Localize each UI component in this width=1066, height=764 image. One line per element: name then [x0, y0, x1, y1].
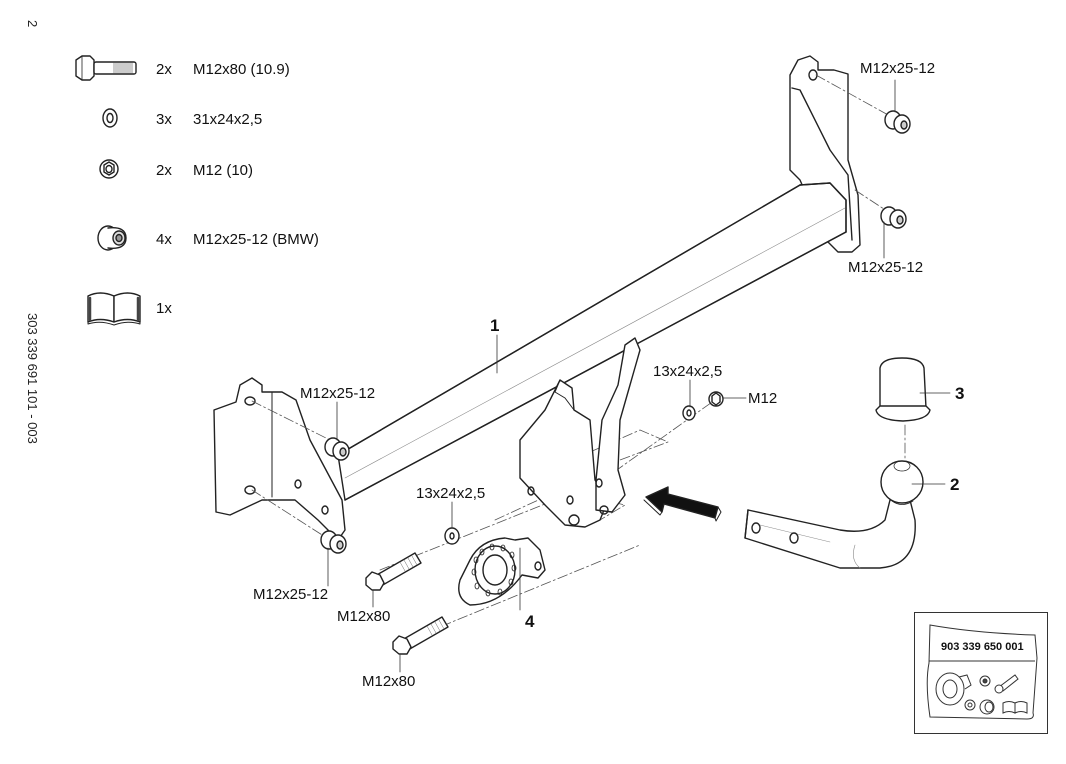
bolt-lower	[392, 616, 449, 655]
direction-arrow	[643, 486, 722, 522]
bolt-icon	[75, 55, 137, 81]
callout-bolt-lower: M12x80	[362, 673, 416, 690]
kit-bag-drawing	[926, 624, 1038, 720]
washer-right	[682, 405, 696, 421]
manual-book-icon	[87, 292, 141, 326]
callout-nut-left-upper: M12x25-12	[300, 385, 376, 402]
washer-icon	[102, 108, 118, 128]
parts-list-qty: 1x	[156, 300, 172, 317]
callout-nut-top-right-upper: M12x25-12	[860, 60, 936, 77]
parts-list-spec: M12x80 (10.9)	[193, 61, 290, 78]
callout-nut-left-lower: M12x25-12	[253, 586, 329, 603]
flange-nut-left-upper	[324, 437, 350, 461]
washer-center	[444, 527, 460, 545]
parts-list-qty: 2x	[156, 162, 172, 179]
crossbar-beam	[337, 182, 847, 501]
part-number-socket-plate: 4	[525, 612, 535, 631]
parts-list-qty: 3x	[156, 111, 172, 128]
flange-nut-right-lower	[880, 206, 907, 229]
nut-m12-right	[708, 391, 724, 407]
callout-washer-center: 13x24x2,5	[416, 485, 486, 502]
parts-list-spec: M12x25-12 (BMW)	[193, 231, 319, 248]
part-number-ball-neck: 2	[950, 475, 960, 494]
socket-plate	[458, 537, 546, 606]
ball-neck	[744, 460, 924, 569]
callout-nut-top-right-lower: M12x25-12	[848, 259, 924, 276]
flange-nut-right-upper	[884, 110, 911, 134]
callout-nut-right: M12	[748, 390, 778, 407]
flange-nut-left-lower	[320, 530, 347, 554]
kit-bag-inset: 903 339 650 001	[914, 612, 1048, 734]
center-bracket	[519, 337, 641, 528]
nut-icon	[99, 159, 119, 179]
left-mounting-bracket	[213, 377, 346, 541]
callout-bolt-upper: M12x80	[337, 608, 391, 625]
leader-lines	[327, 79, 951, 673]
callout-washer-right: 13x24x2,5	[653, 363, 723, 380]
bolt-upper	[365, 552, 422, 591]
parts-list-spec: M12 (10)	[193, 162, 254, 179]
parts-list-spec: 31x24x2,5	[193, 111, 263, 128]
flange-nut-icon	[97, 225, 127, 251]
ball-cap	[875, 357, 931, 422]
parts-list-qty: 2x	[156, 61, 172, 78]
part-number-crossbar: 1	[490, 316, 500, 335]
parts-list-qty: 4x	[156, 231, 172, 248]
kit-bag-label: 903 339 650 001	[941, 641, 1024, 653]
part-number-ball-cap: 3	[955, 384, 965, 403]
